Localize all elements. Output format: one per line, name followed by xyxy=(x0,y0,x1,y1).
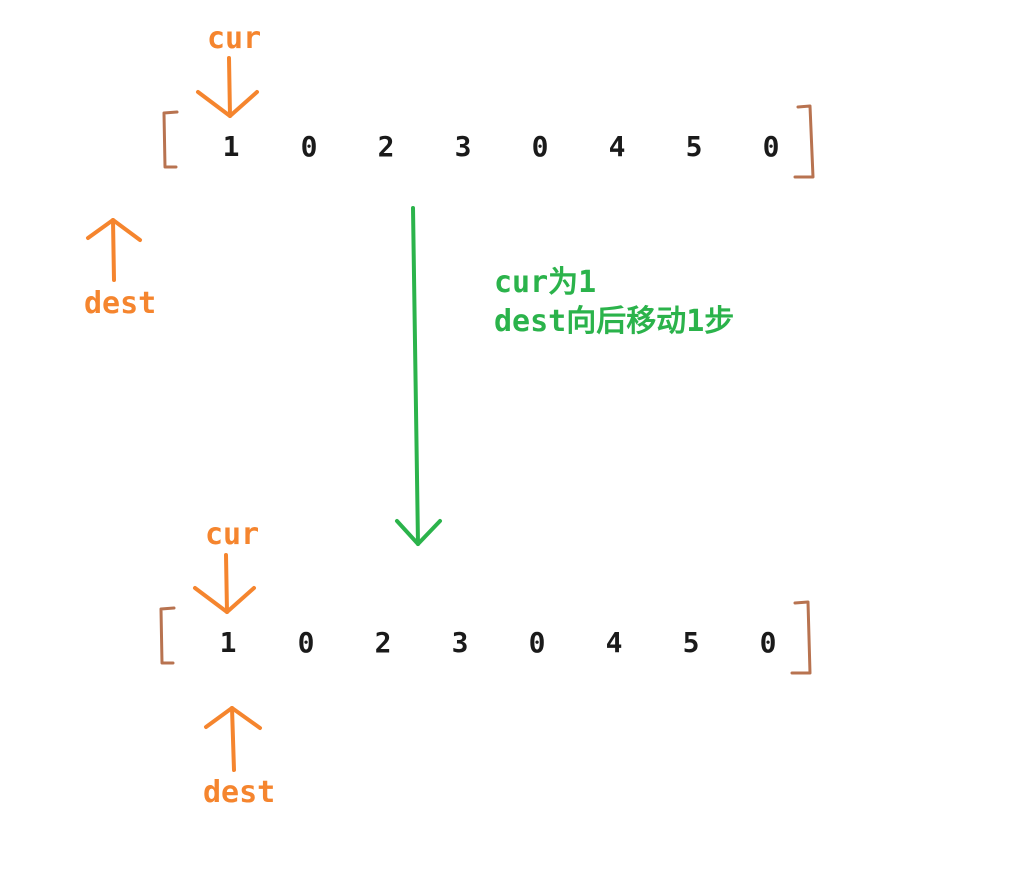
state-1-cell-2: 2 xyxy=(377,130,395,163)
state-1-dest-label: dest xyxy=(84,286,157,321)
state-1-dest-arrow xyxy=(86,218,142,282)
state-1-cell-6: 5 xyxy=(685,130,703,163)
state-1-cell-5: 4 xyxy=(608,130,626,163)
state-2-left-bracket xyxy=(159,606,176,665)
state-1-cell-1: 0 xyxy=(300,130,318,163)
state-2-dest-arrow xyxy=(204,706,262,772)
state-2-cell-2: 2 xyxy=(374,626,392,659)
state-1-cell-4: 0 xyxy=(531,130,549,163)
state-1-cell-7: 0 xyxy=(762,130,780,163)
state-1-cell-3: 3 xyxy=(454,130,472,163)
state-2-cell-0: 1 xyxy=(219,626,237,659)
state-2-brackets xyxy=(159,600,812,675)
state-1-left-bracket xyxy=(162,110,179,169)
state-2-cell-5: 4 xyxy=(605,626,623,659)
state-1-cur-label: cur xyxy=(207,21,262,56)
state-2-cell-3: 3 xyxy=(451,626,469,659)
state-2-cell-7: 0 xyxy=(759,626,777,659)
state-1-right-bracket xyxy=(793,104,815,179)
state-1-cell-0: 1 xyxy=(222,130,240,163)
state-2-cell-4: 0 xyxy=(528,626,546,659)
transition-note-line-2: dest向后移动1步 xyxy=(494,304,735,339)
state-1-cur-arrow xyxy=(196,56,259,118)
state-2-right-bracket xyxy=(790,600,812,675)
state-1-brackets xyxy=(162,104,815,179)
state-2-cell-6: 5 xyxy=(682,626,700,659)
transition-note-line-1: cur为1 xyxy=(494,265,597,300)
state-2-cur-label: cur xyxy=(205,517,260,552)
state-2-dest-label: dest xyxy=(203,775,276,810)
transition-arrow xyxy=(395,206,442,546)
state-2-cell-1: 0 xyxy=(297,626,315,659)
state-2-cur-arrow xyxy=(193,553,256,614)
